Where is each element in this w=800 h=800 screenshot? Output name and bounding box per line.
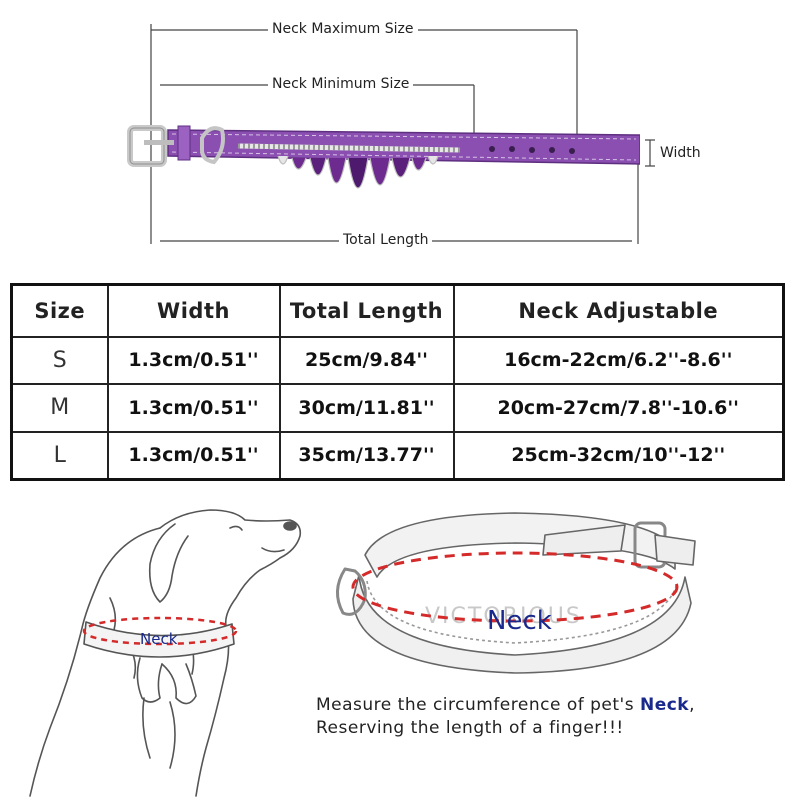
cell-width: 1.3cm/0.51'' <box>106 430 281 481</box>
instruction-line-2: Reserving the length of a finger!!! <box>316 718 624 738</box>
cell-size: M <box>10 382 109 433</box>
cell-size: L <box>10 430 109 481</box>
cell-width: 1.3cm/0.51'' <box>106 382 281 433</box>
cell-total-length: 35cm/13.77'' <box>278 430 455 481</box>
cell-size: S <box>10 335 109 385</box>
neck-max-label: Neck Maximum Size <box>268 21 418 37</box>
cell-width: 1.3cm/0.51'' <box>106 335 281 385</box>
cell-total-length: 30cm/11.81'' <box>278 382 455 433</box>
instruction-line-1: Measure the circumference of pet's Neck, <box>316 695 696 715</box>
header-total-length: Total Length <box>278 283 455 338</box>
cell-total-length: 25cm/9.84'' <box>278 335 455 385</box>
measure-instruction: Measure the circumference of pet's Neck,… <box>316 694 695 740</box>
size-table: Size Width Total Length Neck Adjustable … <box>10 283 785 481</box>
width-label: Width <box>656 145 705 161</box>
cell-neck-adjustable: 20cm-27cm/7.8''-10.6'' <box>452 382 785 433</box>
collar-neck-label: Neck <box>487 606 552 636</box>
table-header-row: Size Width Total Length Neck Adjustable <box>10 283 785 338</box>
collar-product-image <box>127 125 640 189</box>
total-length-label: Total Length <box>339 232 433 248</box>
collar-neck-illustration: VICTORIOUS Neck <box>336 512 696 674</box>
cell-neck-adjustable: 25cm-32cm/10''-12'' <box>452 430 785 481</box>
header-width: Width <box>106 283 281 338</box>
instruction-neck-highlight: Neck <box>639 695 690 715</box>
collar-brand-text: VICTORIOUS <box>425 604 582 629</box>
cell-neck-adjustable: 16cm-22cm/6.2''-8.6'' <box>452 335 785 385</box>
neck-min-label: Neck Minimum Size <box>268 76 414 92</box>
table-row: M 1.3cm/0.51'' 30cm/11.81'' 20cm-27cm/7.… <box>10 382 785 433</box>
table-row: S 1.3cm/0.51'' 25cm/9.84'' 16cm-22cm/6.2… <box>10 335 785 385</box>
header-size: Size <box>10 283 109 338</box>
dog-neck-label: Neck <box>140 630 178 648</box>
table-row: L 1.3cm/0.51'' 35cm/13.77'' 25cm-32cm/10… <box>10 430 785 481</box>
dog-neck-illustration: Neck <box>29 509 302 797</box>
header-neck-adjustable: Neck Adjustable <box>452 283 785 338</box>
